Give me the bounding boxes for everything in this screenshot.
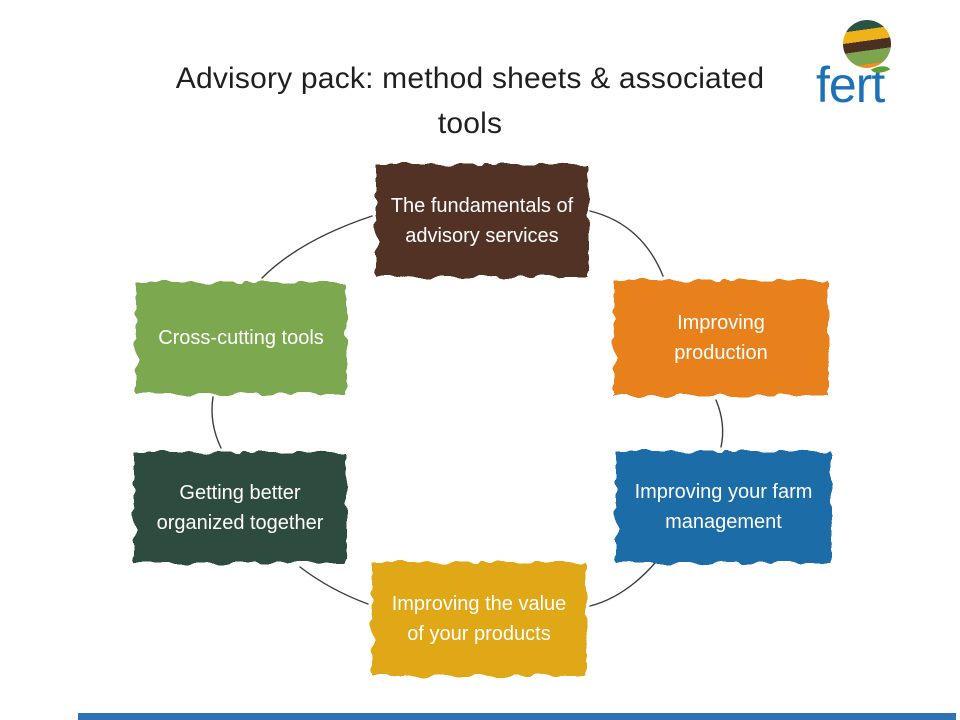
connector-arc [589,210,664,277]
torn-paper-shape [136,282,346,394]
diagram-box-label: Getting better organized together [156,481,324,534]
connector-arc [299,566,369,605]
slide-title: Advisory pack: method sheets & associate… [175,62,765,140]
connector-arc [261,215,373,279]
diagram-box-label: The fundamentals of advisory services [390,194,574,247]
diagram-box-farm-management: Improving your farm management [612,447,835,567]
connector-arc [715,399,724,448]
diagram-box-organized: Getting better organized together [130,448,350,567]
torn-paper-shape [372,562,586,676]
diagram-box-fundamentals: The fundamentals of advisory services [372,160,592,281]
diagram-box-label: Improving your farm management [634,481,813,533]
footer-accent-bar [78,713,956,720]
torn-paper-shape [376,164,588,277]
connector-arc [589,562,656,607]
diagram-box-product-value: Improving the value of your products [368,558,590,680]
diagram-box-label: Improving the value of your products [391,593,567,645]
connector-arc [211,396,222,449]
fert-logo: fert [816,20,926,116]
diagram-box-label: Improving production [674,312,768,364]
diagram-box-label: Cross-cutting tools [158,327,324,349]
fert-globe-icon [843,20,891,68]
torn-paper-shape [614,280,828,396]
diagram-box-cross-cutting: Cross-cutting tools [132,278,350,398]
diagram-box-production: Improving production [610,276,832,400]
torn-paper-shape [616,451,831,563]
torn-paper-shape [134,452,346,563]
